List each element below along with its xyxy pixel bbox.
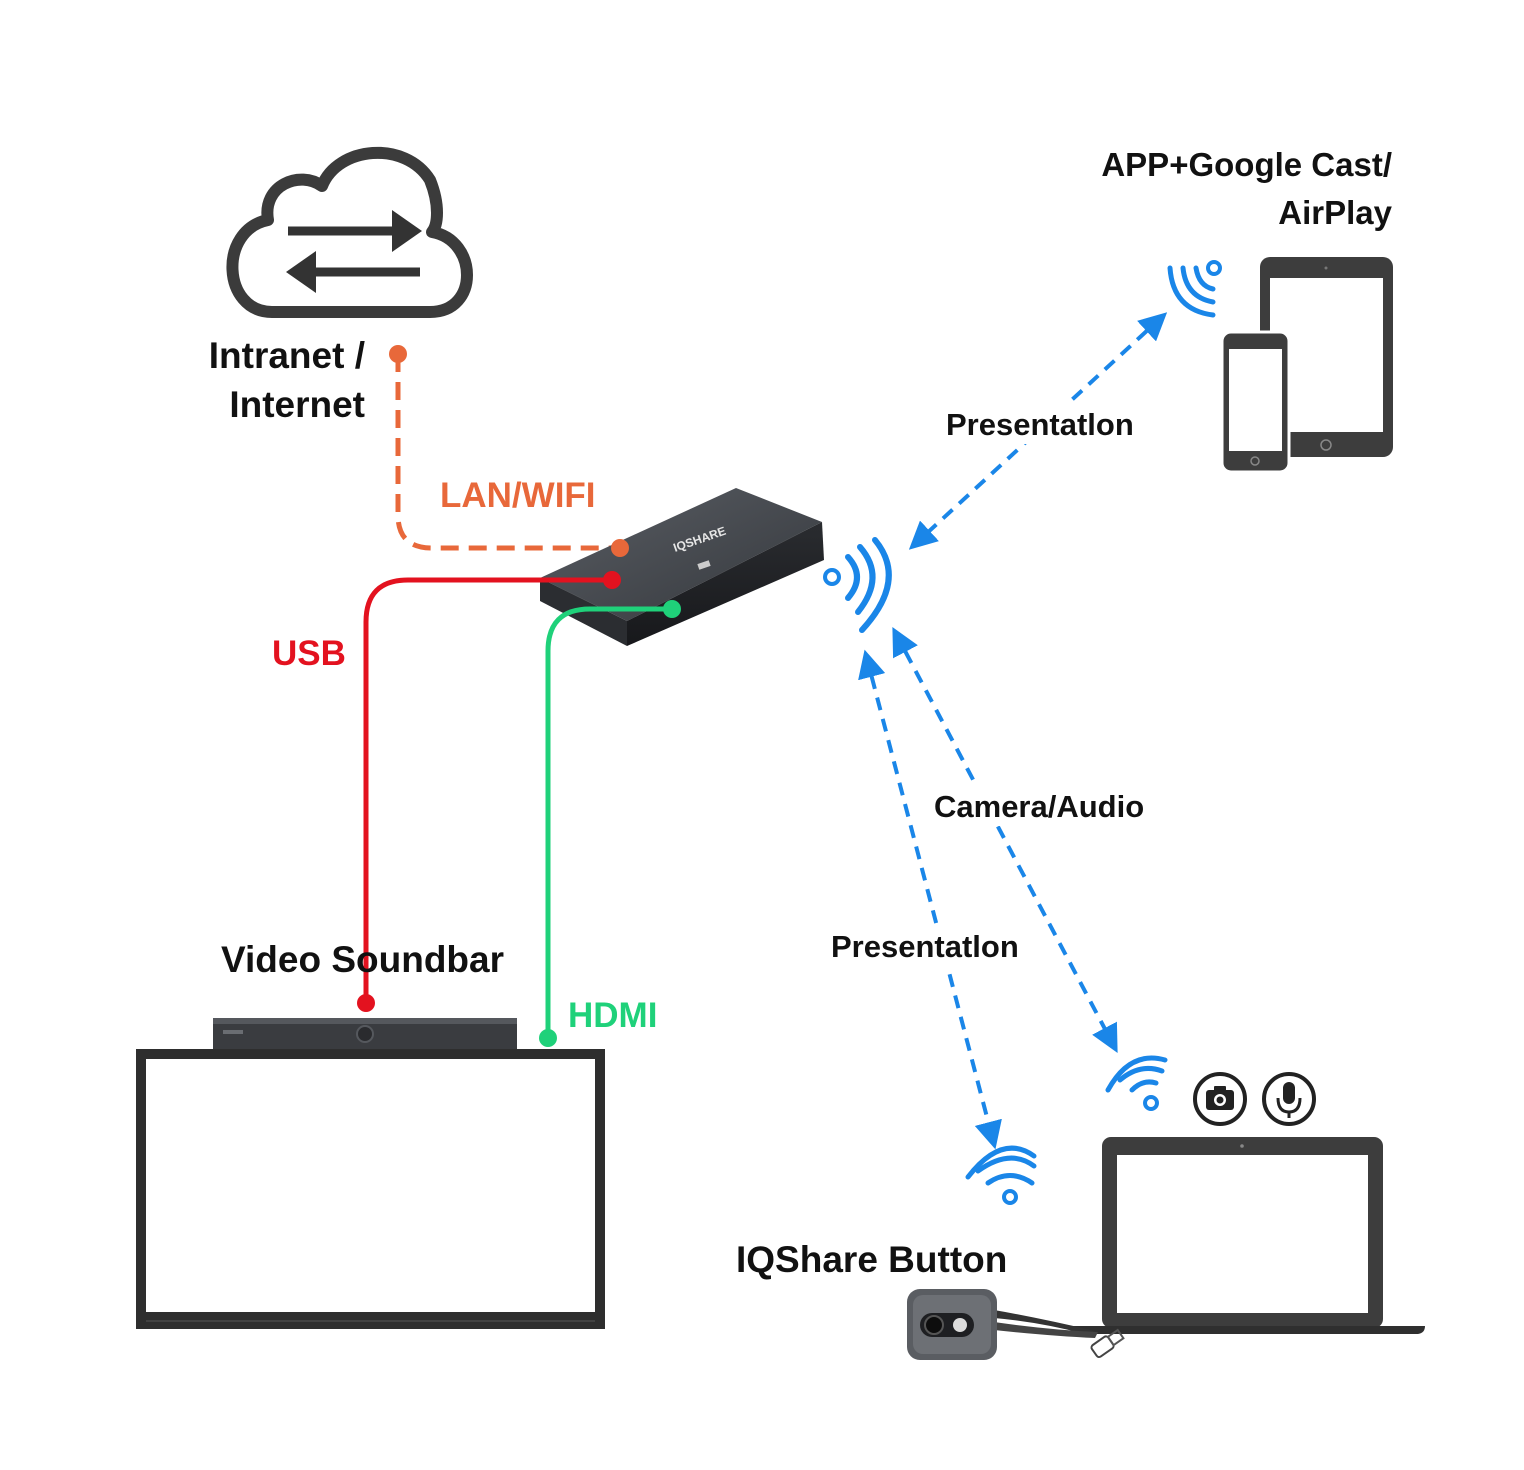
presentation-bottom-label: Presentatlon — [831, 929, 1019, 964]
usb-endpoint-soundbar — [357, 994, 375, 1012]
iqshare-dongle-icon — [907, 1289, 1125, 1360]
cloud-label-line2: Internet — [229, 384, 365, 425]
presentation-bottom-link — [858, 649, 1002, 1150]
wifi-icon — [1167, 260, 1222, 318]
lan-endpoint-hub — [611, 539, 629, 557]
presentation-top-label: Presentatlon — [946, 407, 1134, 442]
wifi-icon — [1105, 1055, 1168, 1111]
hdmi-endpoint-display — [539, 1029, 557, 1047]
display-icon — [136, 1049, 605, 1329]
phone-icon — [1220, 330, 1291, 474]
hdmi-connection — [545, 606, 672, 1038]
lan-wifi-connection — [395, 354, 618, 551]
cast-label-line2: AirPlay — [1278, 194, 1392, 231]
hdmi-endpoint-hub — [663, 600, 681, 618]
cast-label-line1: APP+Google Cast/ — [1101, 146, 1392, 183]
lan-wifi-label: LAN/WIFI — [440, 476, 596, 515]
cloud-sync-icon — [226, 146, 473, 318]
usb-label: USB — [272, 634, 346, 673]
microphone-icon — [1262, 1072, 1316, 1126]
camera-audio-label: Camera/Audio — [934, 789, 1144, 824]
soundbar-icon — [213, 1018, 517, 1053]
video-soundbar-label: Video Soundbar — [221, 939, 504, 980]
camera-audio-link — [892, 627, 1118, 1053]
usb-connection — [363, 577, 612, 1003]
camera-icon — [1193, 1072, 1247, 1126]
hdmi-label: HDMI — [568, 996, 657, 1035]
usb-endpoint-hub — [603, 571, 621, 589]
cloud-label-line1: Intranet / — [209, 335, 365, 376]
lan-endpoint-cloud — [389, 345, 407, 363]
wifi-icon — [823, 537, 892, 633]
presentation-top-link — [908, 312, 1168, 550]
wifi-icon — [965, 1145, 1037, 1205]
iqshare-button-label: IQShare Button — [736, 1239, 1007, 1280]
laptop-icon — [1070, 1137, 1425, 1334]
